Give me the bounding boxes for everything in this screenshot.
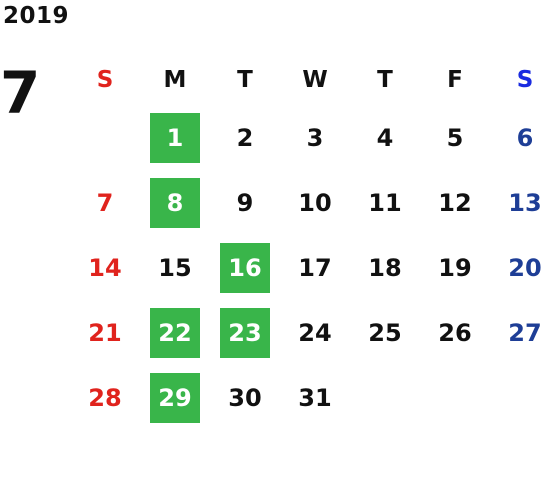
day-cell[interactable]: 29 [150,372,200,423]
year-label: 2019 [3,3,70,29]
day-cell[interactable]: 15 [158,253,192,282]
day-cell[interactable]: 11 [368,188,402,217]
week-row: 14 15 16 17 18 19 20 [70,235,548,300]
day-cell[interactable]: 27 [508,318,542,347]
weekday-thursday: T [377,67,393,93]
day-cell[interactable]: 9 [236,188,254,217]
day-cell[interactable]: 22 [150,307,200,358]
week-row: 1 2 3 4 5 6 [70,105,548,170]
day-cell[interactable]: 6 [516,123,534,152]
day-cell[interactable]: 10 [298,188,332,217]
day-cell[interactable]: 2 [236,123,254,152]
weekday-friday: F [447,67,463,93]
weekday-monday: M [163,67,187,93]
day-cell[interactable]: 24 [298,318,332,347]
day-cell[interactable]: 13 [508,188,542,217]
weekday-saturday: S [516,67,534,93]
week-row: 7 8 9 10 11 12 13 [70,170,548,235]
day-cell[interactable]: 12 [438,188,472,217]
day-cell[interactable]: 16 [220,242,270,293]
weekday-header-row: S M T W T F S [70,55,548,105]
day-cell[interactable]: 7 [96,188,114,217]
day-cell[interactable]: 1 [150,112,200,163]
day-cell[interactable]: 28 [88,383,122,412]
day-cell[interactable]: 23 [220,307,270,358]
month-number: 7 [0,59,41,127]
day-cell[interactable]: 26 [438,318,472,347]
day-cell[interactable]: 4 [376,123,394,152]
weekday-sunday: S [96,67,114,93]
day-cell[interactable]: 5 [446,123,464,152]
day-cell[interactable]: 8 [150,177,200,228]
week-row: 28 29 30 31 [70,365,548,430]
week-row: 21 22 23 24 25 26 27 [70,300,548,365]
day-cell[interactable]: 17 [298,253,332,282]
day-cell[interactable]: 20 [508,253,542,282]
day-cell[interactable]: 31 [298,383,332,412]
weekday-wednesday: W [302,67,328,93]
day-cell[interactable]: 18 [368,253,402,282]
day-cell[interactable]: 21 [88,318,122,347]
weekday-tuesday: T [237,67,253,93]
day-cell[interactable]: 25 [368,318,402,347]
day-cell[interactable]: 14 [88,253,122,282]
day-cell[interactable]: 19 [438,253,472,282]
calendar-grid: S M T W T F S 1 2 3 4 5 6 7 8 9 10 11 12… [70,55,548,430]
day-cell[interactable]: 3 [306,123,324,152]
day-cell[interactable]: 30 [228,383,262,412]
